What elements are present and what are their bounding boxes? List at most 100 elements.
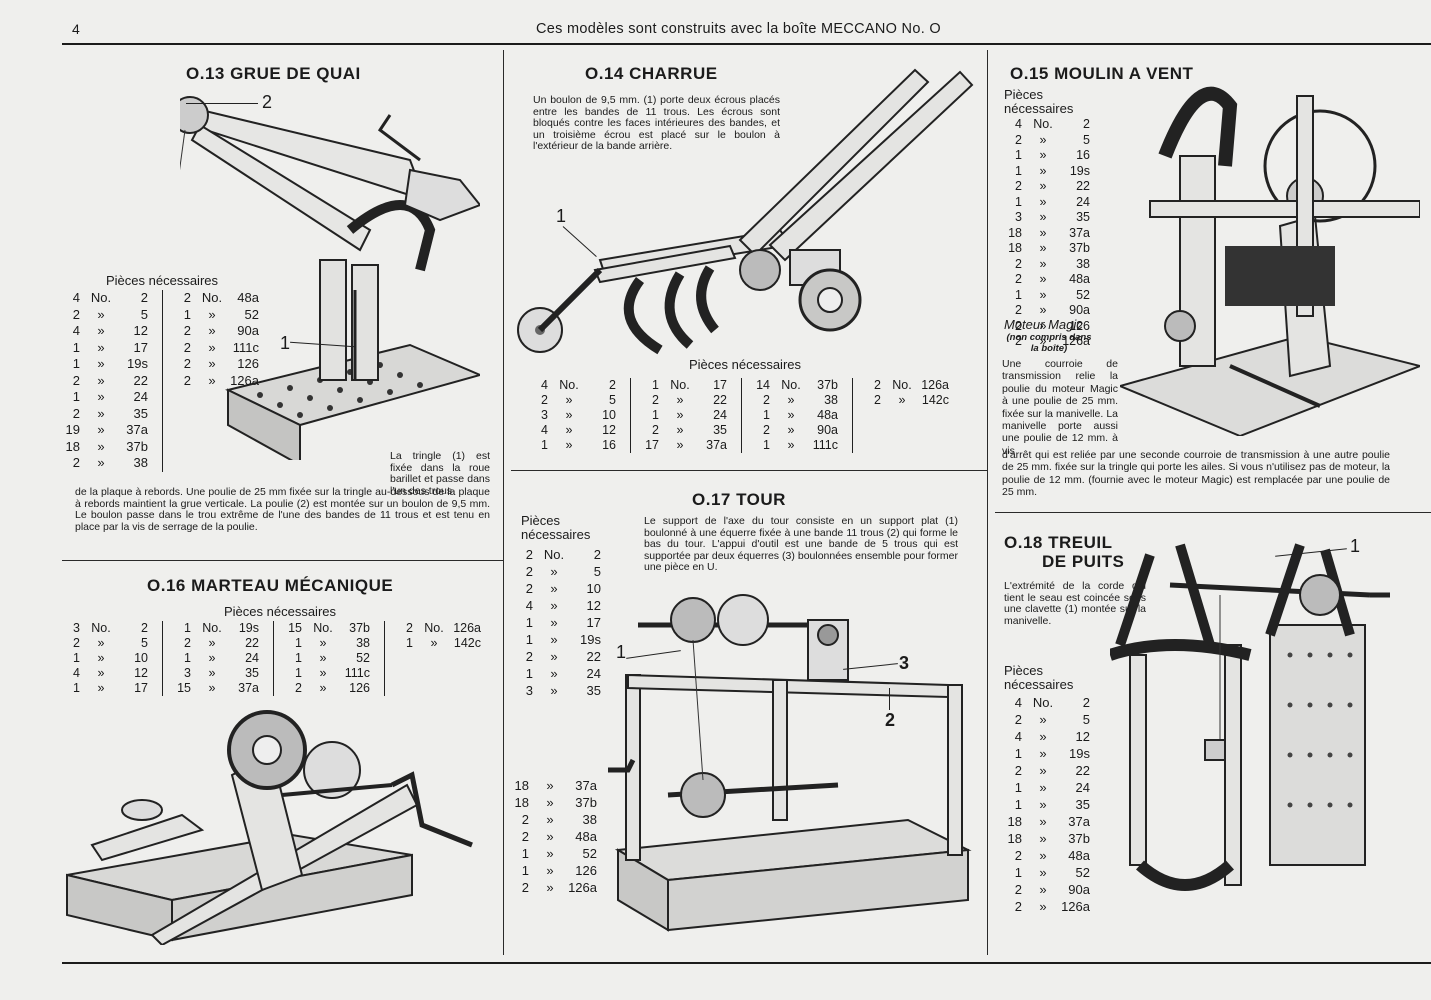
column-separator: [727, 438, 742, 453]
o15-title: O.15 MOULIN A VENT: [1010, 64, 1194, 83]
parts-no: »: [1039, 865, 1047, 880]
parts-number: 17: [586, 615, 601, 630]
parts-quantity: 4: [1015, 117, 1022, 131]
parts-number: 37b: [575, 795, 597, 810]
parts-no: »: [546, 778, 554, 793]
parts-quantity: 2: [521, 829, 529, 844]
parts-no: »: [1039, 899, 1047, 914]
parts-row: 2»22: [515, 648, 601, 665]
parts-quantity: 3: [541, 408, 548, 422]
parts-number: 17: [713, 378, 727, 392]
o17-parts-heading: Pièces nécessaires: [521, 513, 591, 542]
parts-number: [227, 406, 259, 423]
parts-quantity: [863, 408, 887, 423]
parts-no: No.: [202, 621, 222, 635]
column-gap: [385, 681, 396, 696]
parts-number: 5: [1083, 132, 1090, 147]
parts-number: 2: [141, 621, 148, 635]
parts-number: 142c: [453, 636, 481, 650]
column-gap: [631, 408, 642, 423]
column-separator: [259, 651, 274, 666]
parts-no: »: [97, 651, 105, 665]
parts-number: 126a: [921, 378, 949, 392]
parts-number: 38: [582, 812, 597, 827]
parts-no: No.: [781, 378, 801, 392]
column-separator: [148, 636, 163, 651]
parts-number: 5: [593, 564, 601, 579]
parts-number: [227, 422, 259, 439]
parts-row: 1»35: [1004, 796, 1090, 813]
parts-no: »: [97, 356, 105, 371]
parts-number: 22: [586, 649, 601, 664]
parts-quantity: 1: [406, 636, 413, 650]
parts-quantity: 4: [1014, 729, 1022, 744]
parts-quantity: 1: [184, 651, 191, 665]
column-separator: [727, 393, 742, 408]
parts-no: »: [565, 438, 573, 452]
column-gap: [742, 438, 753, 453]
column-gap: [631, 393, 642, 408]
column-separator: [148, 666, 163, 681]
parts-quantity: 3: [73, 621, 80, 635]
o15-text-narrow: Une courroie de transmission relie la po…: [1002, 358, 1118, 457]
parts-quantity: 1: [184, 621, 191, 635]
o14-title: O.14 CHARRUE: [585, 64, 718, 83]
parts-no: »: [97, 306, 105, 322]
parts-number: 52: [582, 846, 597, 861]
parts-number: 12: [1075, 729, 1090, 744]
parts-number: 111c: [812, 438, 838, 452]
parts-number: 37b: [349, 621, 370, 635]
column-separator: [370, 621, 385, 636]
column-gap: [742, 423, 753, 438]
parts-no: »: [550, 598, 558, 613]
parts-number: 35: [1075, 797, 1090, 812]
parts-no: »: [546, 795, 554, 810]
parts-number: 22: [245, 636, 259, 650]
parts-number: 22: [1075, 763, 1090, 778]
parts-number: 12: [586, 598, 601, 613]
parts-no: »: [1039, 241, 1047, 255]
parts-no: »: [1039, 848, 1047, 863]
parts-row: 2»90a: [1004, 303, 1090, 319]
parts-number: 10: [586, 581, 601, 596]
parts-quantity: 18: [514, 778, 529, 793]
o18-callout-1: 1: [1350, 536, 1361, 556]
o16-hammer-illustration: [66, 710, 473, 945]
parts-no: »: [319, 681, 327, 695]
parts-quantity: 3: [184, 666, 191, 680]
parts-quantity: [395, 666, 419, 681]
parts-number: 37a: [1068, 814, 1090, 829]
column-gap: [385, 621, 396, 636]
parts-quantity: 2: [541, 393, 548, 407]
parts-number: [227, 439, 259, 456]
parts-no: No.: [670, 378, 690, 392]
parts-row: 1»52: [511, 845, 597, 862]
parts-quantity: 2: [525, 649, 533, 664]
parts-number: 37a: [706, 438, 727, 452]
parts-number: 22: [133, 372, 148, 388]
o13-callout-1: 1: [280, 333, 291, 353]
parts-number: 2: [609, 378, 616, 392]
parts-quantity: 3: [1015, 210, 1022, 224]
parts-row: 2»10: [515, 580, 601, 597]
column-separator: [838, 393, 853, 408]
parts-no: [419, 651, 449, 666]
column-separator: [148, 290, 163, 307]
parts-no: »: [1039, 132, 1047, 147]
column-gap: [385, 666, 396, 681]
parts-quantity: 1: [295, 651, 302, 665]
parts-number: 37b: [126, 438, 148, 454]
parts-quantity: 1: [763, 408, 770, 422]
parts-quantity: 2: [521, 812, 529, 827]
parts-no: »: [1039, 194, 1047, 209]
o15-motor-note: (non compris dans la boîte): [1006, 332, 1092, 354]
parts-number: 35: [1076, 210, 1090, 224]
parts-quantity: 1: [1014, 780, 1022, 795]
parts-no: »: [208, 339, 216, 355]
parts-no: »: [565, 423, 573, 437]
